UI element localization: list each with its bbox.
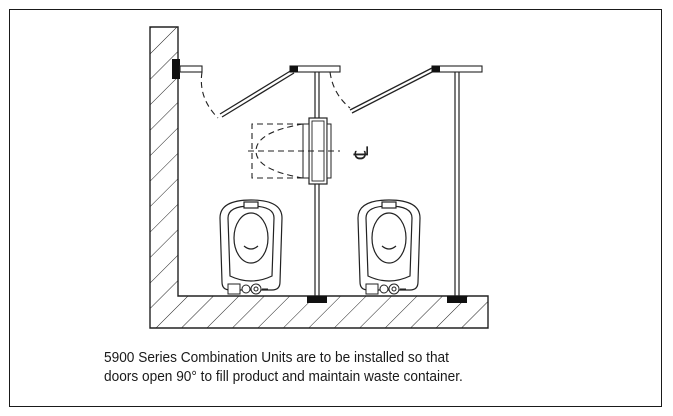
open-door-1 bbox=[219, 69, 295, 118]
diagram-frame bbox=[9, 9, 662, 407]
partition-post-2 bbox=[447, 72, 467, 303]
caption-line-1: 5900 Series Combination Units are to be … bbox=[104, 349, 449, 366]
caption: 5900 Series Combination Units are to be … bbox=[104, 348, 554, 386]
toilet-2 bbox=[357, 199, 421, 291]
wall-hinge-block bbox=[172, 59, 203, 79]
partition-post-1 bbox=[307, 72, 327, 303]
caption-line-2: doors open 90° to fill product and maint… bbox=[104, 368, 463, 385]
toilet-1 bbox=[219, 199, 283, 291]
pilaster-top-2 bbox=[431, 65, 483, 73]
flush-valve-2 bbox=[365, 283, 406, 295]
combination-unit bbox=[302, 117, 332, 185]
unit-door-swing bbox=[248, 123, 340, 179]
open-door-2 bbox=[349, 67, 435, 114]
pilaster-top-1 bbox=[289, 65, 341, 73]
flush-valve-1 bbox=[227, 283, 268, 295]
door-swing-arcs bbox=[200, 71, 351, 119]
centerline-symbol: ℄ bbox=[349, 146, 373, 160]
